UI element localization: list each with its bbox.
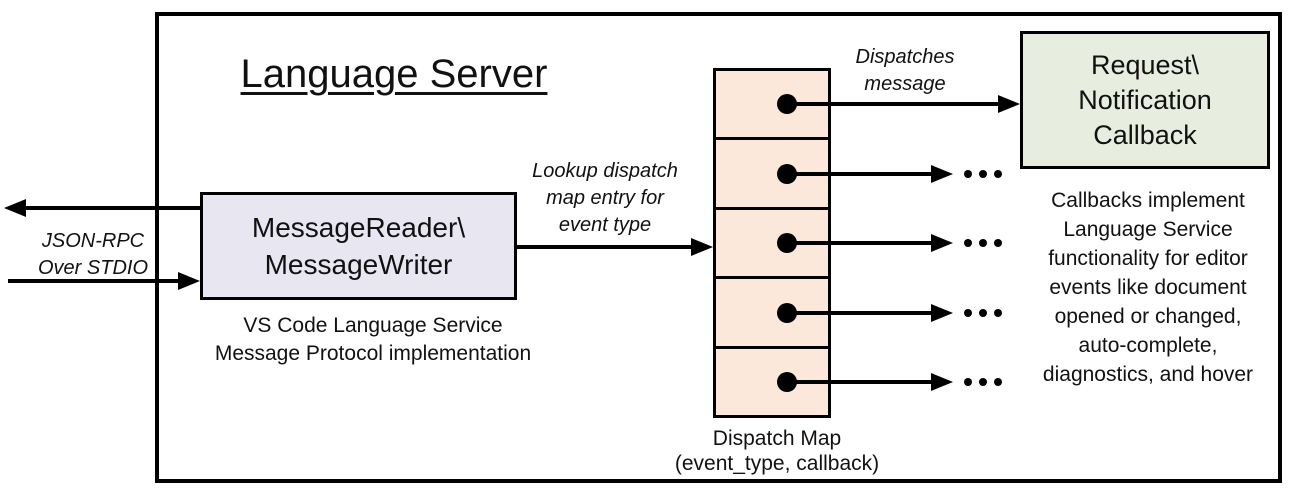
callbacks-note-line1: Callbacks implement	[1051, 189, 1245, 212]
reader-caption-line2: Message Protocol implementation	[214, 342, 532, 365]
callbacks-note-line3: functionality for editor	[1048, 247, 1248, 270]
lookup-arrowhead-icon	[691, 238, 713, 256]
stdio-out-arrowhead-icon	[4, 199, 26, 217]
dispatch-arrow-2-head-icon	[931, 165, 953, 183]
dispatch-arrow-2-line	[787, 172, 931, 176]
request-notification-callback-box: Request\ Notification Callback	[1020, 31, 1270, 169]
ellipsis-icon	[964, 378, 1002, 386]
reader-box-caption: VS Code Language Service Message Protoco…	[198, 312, 548, 368]
message-reader-label: MessageReader\	[251, 212, 466, 243]
stdio-out-arrow-line	[24, 206, 200, 210]
stdio-in-arrowhead-icon	[178, 272, 200, 290]
lookup-dispatch-label-line1: Lookup dispatch	[532, 160, 678, 182]
message-reader-writer-box: MessageReader\ MessageWriter	[200, 192, 517, 300]
dispatches-message-label: Dispatches message	[820, 44, 990, 98]
ellipsis-icon	[964, 309, 1002, 317]
callback-box-line3: Callback	[1093, 119, 1197, 150]
dispatch-arrow-1-head-icon	[998, 95, 1020, 113]
jsonrpc-stdio-label: JSON-RPC Over STDIO	[18, 228, 168, 282]
callbacks-note-line4: events like document	[1049, 276, 1247, 299]
dispatch-arrow-3-head-icon	[931, 234, 953, 252]
callbacks-note-line6: auto-complete,	[1078, 334, 1218, 357]
ellipsis-icon	[964, 170, 1002, 178]
dispatch-map-caption: Dispatch Map (event_type, callback)	[657, 426, 897, 476]
dispatch-arrow-1-line	[787, 102, 998, 106]
lookup-arrow-line	[517, 245, 693, 249]
dispatch-arrow-5-line	[787, 380, 931, 384]
diagram-title: Language Server	[240, 52, 548, 96]
jsonrpc-stdio-label-line2: Over STDIO	[37, 257, 148, 279]
ellipsis-icon	[964, 239, 1002, 247]
reader-caption-line1: VS Code Language Service	[243, 314, 503, 337]
dispatch-arrow-4-head-icon	[931, 304, 953, 322]
lookup-dispatch-label: Lookup dispatch map entry for event type	[515, 158, 695, 239]
dispatch-map-cell-2	[716, 140, 828, 210]
callbacks-note: Callbacks implement Language Service fun…	[1028, 186, 1268, 389]
callbacks-note-line7: diagnostics, and hover	[1042, 363, 1254, 386]
dispatch-map-cell-4	[716, 279, 828, 349]
dispatch-arrow-5-head-icon	[931, 373, 953, 391]
jsonrpc-stdio-label-line1: JSON-RPC	[41, 230, 145, 252]
dispatch-map-caption-line1: Dispatch Map	[712, 427, 842, 450]
dispatch-map-cell-1	[716, 71, 828, 141]
dispatches-message-label-line1: Dispatches	[855, 46, 955, 68]
callbacks-note-line2: Language Service	[1063, 218, 1233, 241]
callback-box-line1: Request\	[1090, 49, 1200, 80]
dispatch-map-caption-line2: (event_type, callback)	[674, 452, 880, 475]
lookup-dispatch-label-line3: event type	[558, 214, 652, 236]
callback-box-line2: Notification	[1078, 84, 1212, 115]
dispatch-arrow-3-line	[787, 241, 931, 245]
lookup-dispatch-label-line2: map entry for	[546, 187, 664, 209]
message-writer-label: MessageWriter	[264, 249, 453, 280]
dispatch-map-cell-3	[716, 210, 828, 280]
stdio-in-arrow-line	[8, 279, 180, 283]
dispatch-arrow-4-line	[787, 311, 931, 315]
callbacks-note-line5: opened or changed,	[1054, 305, 1242, 328]
dispatches-message-label-line2: message	[864, 73, 946, 95]
